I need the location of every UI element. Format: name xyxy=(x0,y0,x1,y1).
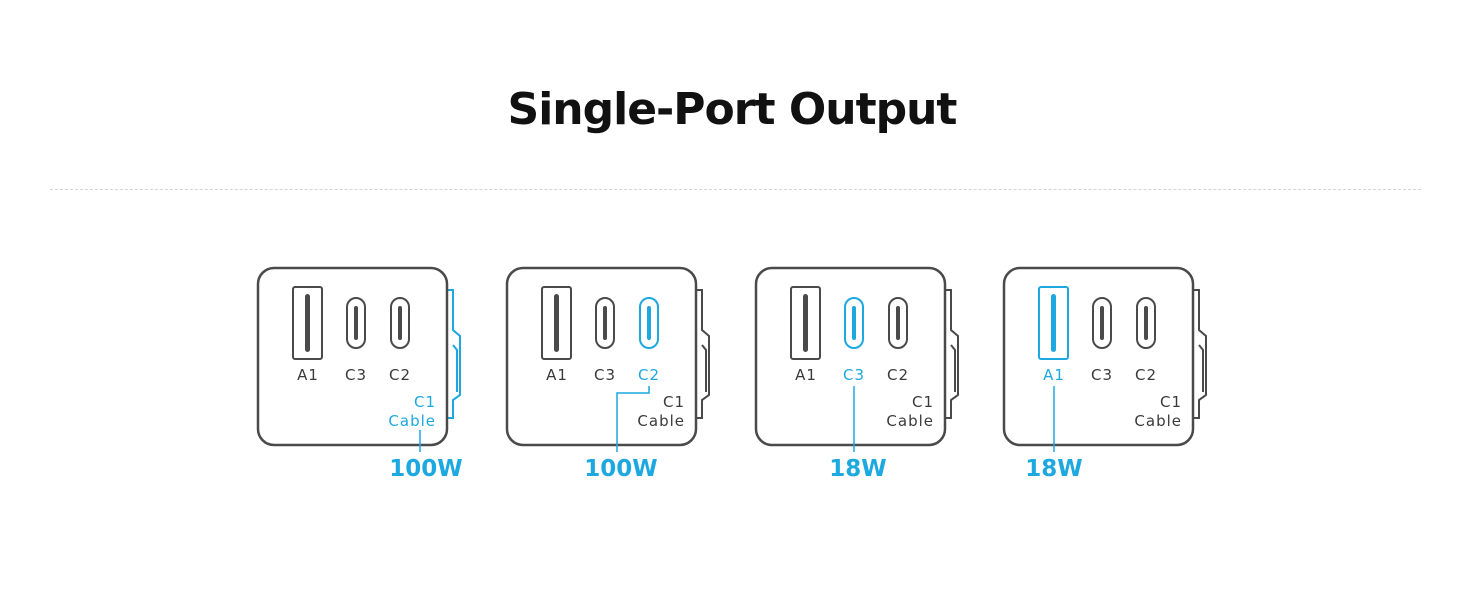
wattage-label: 18W xyxy=(829,456,886,482)
divider xyxy=(50,189,1421,190)
port-label-c2: C2 xyxy=(1135,366,1157,384)
usb-c-port-c2 xyxy=(390,297,410,349)
port-label-c3: C3 xyxy=(1091,366,1113,384)
usb-a-port-a1 xyxy=(541,286,572,360)
usb-c-port-c3 xyxy=(595,297,615,349)
page-title: Single-Port Output xyxy=(507,84,958,135)
cable-label-c1: C1 xyxy=(663,393,685,411)
port-label-c2: C2 xyxy=(887,366,909,384)
usb-c-port-c2 xyxy=(1136,297,1156,349)
cable-label-text: Cable xyxy=(637,412,685,430)
port-label-c2: C2 xyxy=(389,366,411,384)
usb-a-port-a1 xyxy=(292,286,323,360)
cable-label-c1: C1 xyxy=(912,393,934,411)
usb-a-port-a1 xyxy=(790,286,821,360)
usb-c-tongue xyxy=(896,306,900,340)
wattage-label: 18W xyxy=(1025,456,1082,482)
usb-c-tongue xyxy=(1100,306,1104,340)
c1-cable-connector xyxy=(1191,289,1207,419)
port-label-c3: C3 xyxy=(843,366,865,384)
port-label-a1: A1 xyxy=(795,366,817,384)
cable-label-text: Cable xyxy=(886,412,934,430)
cable-label-text: Cable xyxy=(388,412,436,430)
port-label-c3: C3 xyxy=(345,366,367,384)
usb-a-tongue xyxy=(305,294,310,352)
usb-c-port-c3 xyxy=(346,297,366,349)
port-label-a1: A1 xyxy=(1043,366,1065,384)
usb-c-port-c2 xyxy=(888,297,908,349)
usb-c-port-c3 xyxy=(844,297,864,349)
usb-c-tongue xyxy=(354,306,358,340)
wattage-label: 100W xyxy=(584,456,657,482)
cable-label-c1: C1 xyxy=(1160,393,1182,411)
cable-label-text: Cable xyxy=(1134,412,1182,430)
usb-a-tongue xyxy=(1051,294,1056,352)
usb-c-tongue xyxy=(852,306,856,340)
usb-c-port-c2 xyxy=(639,297,659,349)
usb-c-tongue xyxy=(647,306,651,340)
port-label-a1: A1 xyxy=(297,366,319,384)
cable-label-c1: C1 xyxy=(414,393,436,411)
usb-a-tongue xyxy=(803,294,808,352)
usb-a-tongue xyxy=(554,294,559,352)
c1-cable-connector xyxy=(445,289,461,419)
usb-c-port-c3 xyxy=(1092,297,1112,349)
c1-cable-connector xyxy=(943,289,959,419)
usb-c-tongue xyxy=(1144,306,1148,340)
c1-cable-connector xyxy=(694,289,710,419)
port-label-a1: A1 xyxy=(546,366,568,384)
usb-c-tongue xyxy=(398,306,402,340)
usb-a-port-a1 xyxy=(1038,286,1069,360)
port-label-c2: C2 xyxy=(638,366,660,384)
port-label-c3: C3 xyxy=(594,366,616,384)
usb-c-tongue xyxy=(603,306,607,340)
wattage-label: 100W xyxy=(389,456,462,482)
leader-line xyxy=(616,386,650,452)
